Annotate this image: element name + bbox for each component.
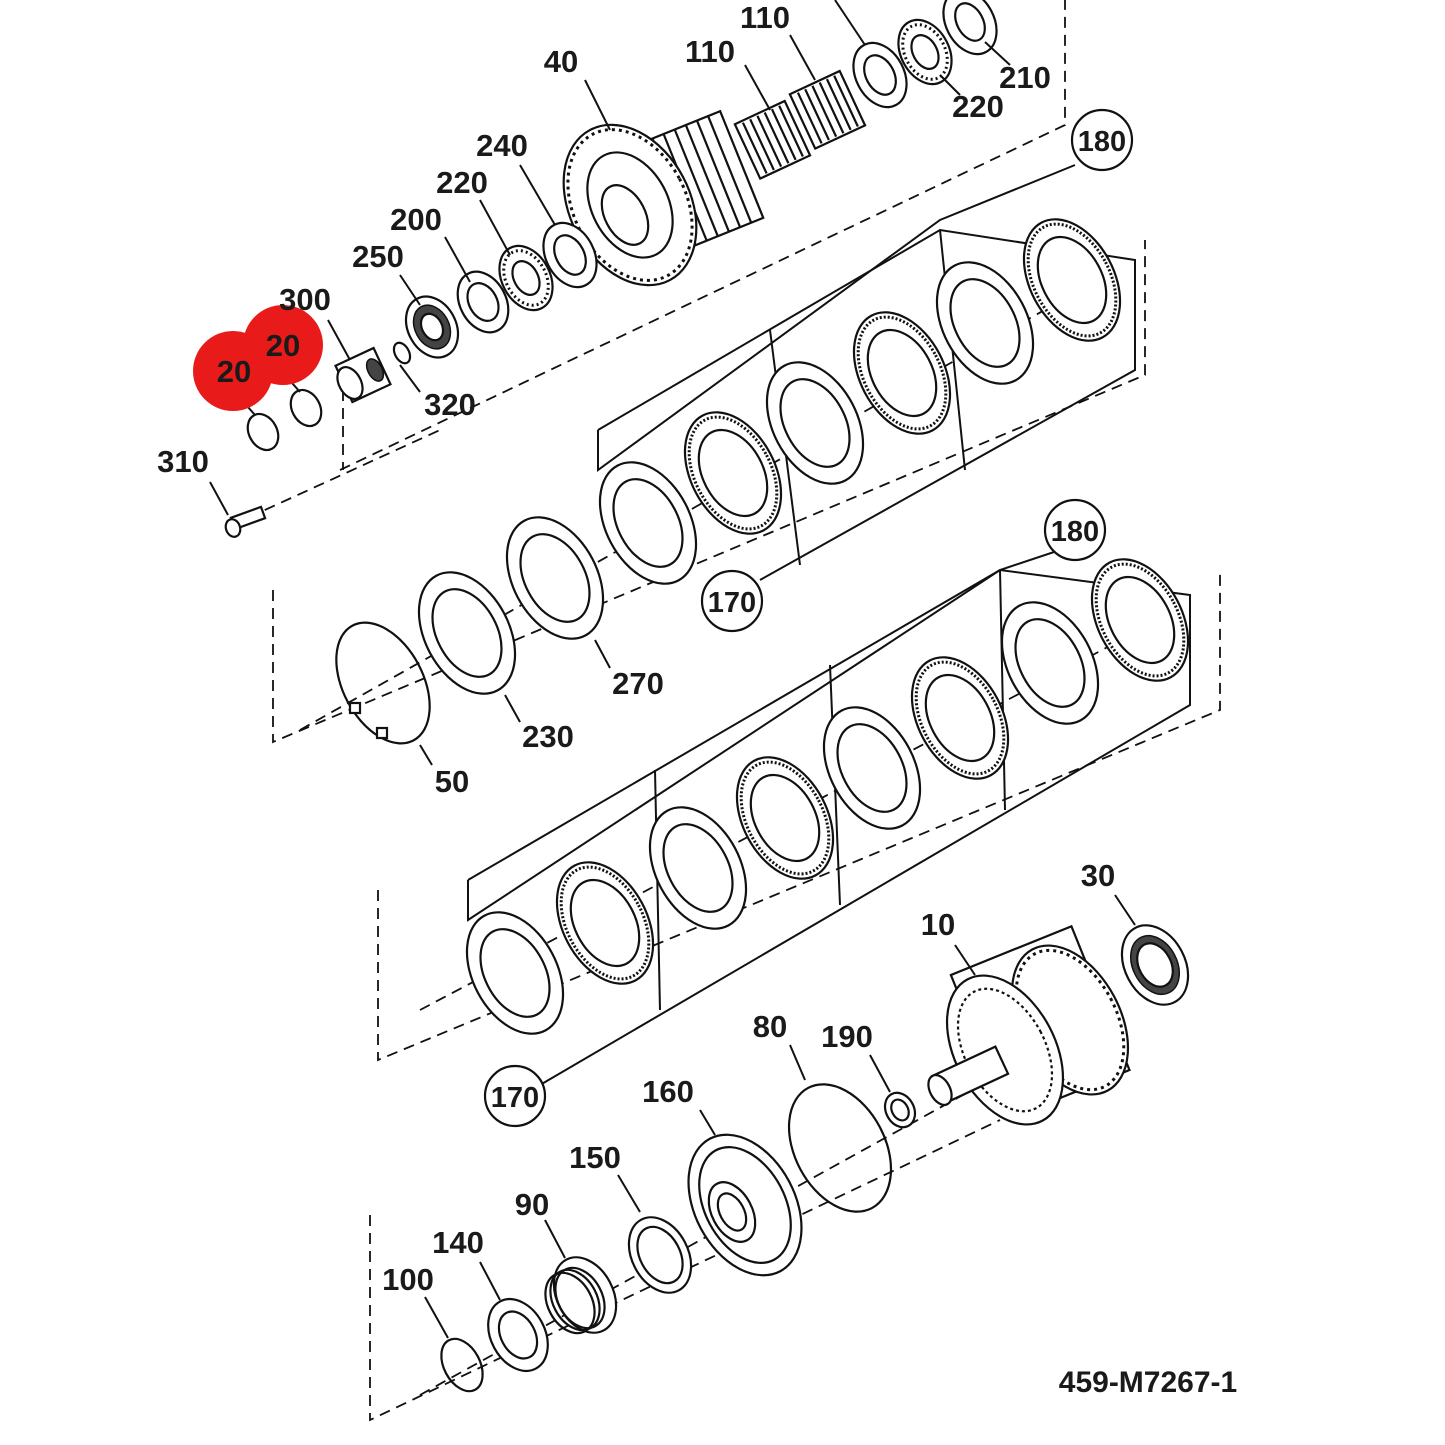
- plate-270: [505, 516, 605, 640]
- snap-ring-100: [440, 1337, 484, 1393]
- bracket-divider-3: [654, 769, 661, 1011]
- friction-plate-upper-3: [852, 311, 952, 435]
- circled-label-ring-170-lower: [483, 1064, 547, 1128]
- friction-plate-lower-5: [910, 656, 1010, 780]
- bracket-170-upper: [597, 228, 1136, 581]
- thrust-bearing-220-top: [897, 18, 953, 86]
- bolt-310: [224, 505, 267, 538]
- bracket-divider-5: [999, 569, 1006, 811]
- label-100: 100: [382, 1262, 434, 1297]
- label-110-lower: 110: [685, 34, 735, 69]
- highlight-marker-20-right: [243, 305, 323, 385]
- seal-30: [1120, 924, 1190, 1006]
- spring-90: [544, 1256, 618, 1335]
- upper-clutch-pack-outline: [272, 240, 1146, 744]
- seal-150: [627, 1216, 693, 1294]
- steel-plate-lower-6: [1000, 601, 1100, 725]
- bracket-170-lower: [467, 568, 1191, 1086]
- circled-label-ring-180-lower: [1043, 498, 1107, 562]
- label-20-right: 20: [266, 328, 300, 363]
- friction-plate-lower-1: [555, 861, 655, 985]
- label-240: 240: [476, 128, 528, 163]
- steel-plate-lower-2: [648, 806, 748, 930]
- steel-plate-upper-4: [935, 261, 1035, 385]
- washer-200: [456, 270, 510, 334]
- label-170-upper: 170: [708, 587, 756, 619]
- plate-230: [417, 571, 517, 695]
- washer-top: [852, 41, 908, 109]
- label-180-upper: 180: [1078, 126, 1126, 158]
- label-150: 150: [569, 1140, 621, 1175]
- label-20-left: 20: [217, 354, 251, 389]
- drawing-code: 459-M7267-1: [1059, 1366, 1237, 1399]
- label-40: 40: [544, 44, 578, 79]
- label-170-lower: 170: [491, 1082, 539, 1114]
- label-10: 10: [921, 907, 955, 942]
- o-ring-80: [787, 1083, 893, 1213]
- label-190: 190: [821, 1019, 873, 1054]
- label-140: 140: [432, 1225, 484, 1260]
- ball-bearing-250: [404, 295, 460, 359]
- circled-label-ring-180-upper: [1070, 108, 1134, 172]
- label-160: 160: [642, 1074, 694, 1109]
- label-230: 230: [522, 719, 574, 754]
- label-270: 270: [612, 666, 664, 701]
- clutch-drum-10: [927, 924, 1131, 1126]
- seal-ring-190: [883, 1091, 917, 1129]
- thrust-bearing-220: [498, 244, 554, 312]
- o-ring-20-right: [289, 388, 323, 428]
- piston-160: [687, 1133, 803, 1277]
- label-250: 250: [352, 239, 404, 274]
- upper-assembly-outline: [339, 0, 1066, 471]
- label-200: 200: [390, 202, 442, 237]
- label-180-lower: 180: [1051, 516, 1099, 548]
- axis-line-upper: [231, 429, 441, 526]
- friction-plate-lower-7: [1090, 558, 1190, 682]
- label-30: 30: [1081, 858, 1115, 893]
- label-320: 320: [424, 387, 476, 422]
- retainer-140: [487, 1298, 549, 1372]
- label-300: 300: [279, 282, 331, 317]
- steel-plate-upper-2: [765, 361, 865, 485]
- sleeve-300: [334, 346, 392, 404]
- washer-210: [942, 0, 998, 56]
- snap-ring-320: [392, 341, 412, 365]
- label-50: 50: [435, 764, 469, 799]
- steel-plate-upper-0: [598, 461, 698, 585]
- label-80: 80: [753, 1009, 787, 1044]
- axis-line-plates: [299, 289, 1081, 731]
- bracket-180-lower: [467, 544, 1076, 922]
- circled-label-ring-170-upper: [700, 569, 764, 633]
- bracket-180-upper: [597, 164, 1076, 472]
- needle-bearing-110-upper: [788, 69, 867, 151]
- friction-plate-lower-3: [735, 756, 835, 880]
- snap-ring-50: [335, 621, 431, 745]
- label-220-top: 220: [952, 89, 1004, 124]
- label-220: 220: [436, 165, 488, 200]
- steel-plate-lower-0: [465, 911, 565, 1035]
- gear-40: [562, 109, 765, 287]
- friction-plate-upper-5: [1022, 218, 1122, 342]
- needle-bearing-110-lower: [733, 99, 812, 181]
- o-ring-20-left: [246, 412, 280, 452]
- steel-plate-lower-4: [822, 706, 922, 830]
- label-210: 210: [999, 60, 1051, 95]
- friction-plate-upper-1: [683, 411, 783, 535]
- label-110-upper: 110: [740, 0, 790, 35]
- label-310: 310: [157, 444, 209, 479]
- label-90: 90: [515, 1187, 549, 1222]
